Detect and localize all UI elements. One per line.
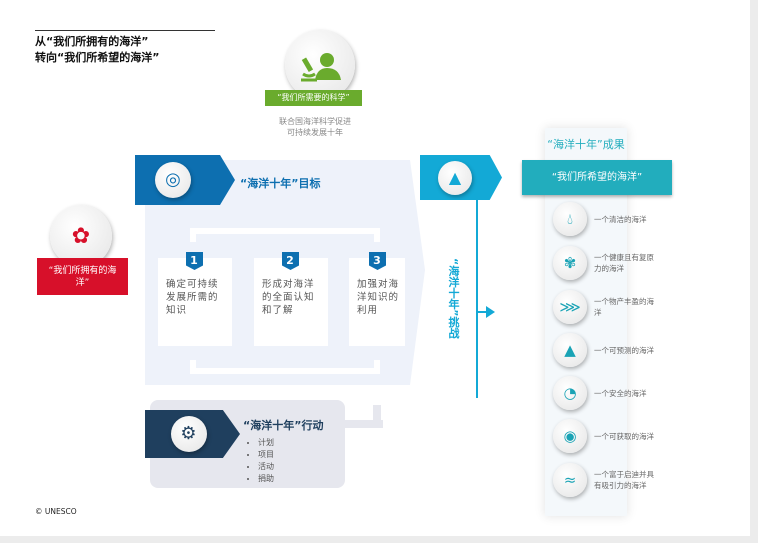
outcome-text: 一个可预测的海洋 <box>594 345 654 355</box>
page: 从“我们所拥有的海洋” 转向“我们所希望的海洋” “我们所需要的科学” 联合国海… <box>0 0 750 536</box>
water-drop-icon: 💧︎ <box>553 202 587 236</box>
list-item: 活动 <box>258 461 274 473</box>
outcome-item: ◉ 一个可获取的海洋 <box>553 419 656 453</box>
science-circle <box>285 30 355 100</box>
step-badge: 3 <box>369 252 386 270</box>
science-banner: “我们所需要的科学” <box>265 90 362 106</box>
step-text: 形成对海洋的全面认知和了解 <box>262 279 315 316</box>
science-caption: 联合国海洋科学促进 可持续发展十年 <box>260 116 370 138</box>
tsunami-alert-icon: ◔ <box>553 376 587 410</box>
actions-title: “海洋十年”行动 <box>243 419 324 432</box>
title-rule <box>35 30 215 31</box>
list-item: 捐助 <box>258 473 274 485</box>
outcome-item: ▲ 一个可预测的海洋 <box>553 333 656 367</box>
outcome-item: ≈ 一个富于启迪并具有吸引力的海洋 <box>553 463 656 497</box>
step-text: 确定可持续发展所需的知识 <box>166 279 219 316</box>
loop-arrow-bottom <box>190 360 380 374</box>
outcome-item: ⋙ 一个物产丰盈的海洋 <box>553 290 656 324</box>
coral-icon: ✾ <box>553 246 587 280</box>
mountain-flag-icon: ▲ <box>438 160 472 195</box>
step-badge: 1 <box>186 252 203 270</box>
challenges-label: “海洋十年”挑战 <box>447 258 460 339</box>
outcome-text: 一个物产丰盈的海洋 <box>594 297 654 317</box>
target-icon: ◎ <box>155 162 191 198</box>
outcome-text: 一个清洁的海洋 <box>594 214 647 224</box>
have-banner: “我们所拥有的海洋” <box>37 258 128 295</box>
caption-line: 联合国海洋科学促进 <box>279 117 351 126</box>
actions-arrow <box>373 405 381 427</box>
microscope-icon <box>301 53 341 82</box>
title-line-1: 从“我们所拥有的海洋” <box>35 35 149 48</box>
hand-wave-icon: ≈ <box>553 463 587 497</box>
fish-icon: ⋙ <box>553 290 587 324</box>
outcome-item: 💧︎ 一个清洁的海洋 <box>553 202 656 236</box>
outcome-text: 一个富于启迪并具有吸引力的海洋 <box>594 470 654 490</box>
step-badge: 2 <box>282 252 299 270</box>
copyright: © UNESCO <box>35 507 77 516</box>
outcome-item: ◔ 一个安全的海洋 <box>553 376 656 410</box>
buoy-icon: ▲ <box>553 333 587 367</box>
outcomes-banner: “我们所希望的海洋” <box>522 160 672 195</box>
outcomes-title: “海洋十年”成果 <box>547 138 625 151</box>
step-text: 加强对海洋知识的利用 <box>357 279 400 316</box>
outcome-text: 一个安全的海洋 <box>594 388 647 398</box>
challenges-ribbon: ▲ <box>420 155 502 200</box>
actions-ribbon: ⚙ <box>145 410 240 458</box>
arrow-right-icon <box>486 306 495 318</box>
goals-ribbon: ◎ <box>135 155 235 205</box>
list-item: 计划 <box>258 437 274 449</box>
open-lock-icon: ◉ <box>553 419 587 453</box>
goal-step-1: 1 确定可持续发展所需的知识 <box>158 252 232 346</box>
page-title: 从“我们所拥有的海洋” 转向“我们所希望的海洋” <box>35 34 159 66</box>
goals-title: “海洋十年”目标 <box>240 177 321 190</box>
coral-icon: ✿ <box>50 205 112 267</box>
list-item: 项目 <box>258 449 274 461</box>
arrow-shaft <box>476 311 486 313</box>
gear-icon: ⚙ <box>170 416 207 452</box>
title-line-2: 转向“我们所希望的海洋” <box>35 51 160 64</box>
outcome-item: ✾ 一个健康且有复原力的海洋 <box>553 246 656 280</box>
goal-step-3: 3 加强对海洋知识的利用 <box>349 252 405 346</box>
challenges-line <box>476 200 478 398</box>
actions-arrow <box>345 420 383 428</box>
actions-list: 计划 项目 活动 捐助 <box>258 437 274 485</box>
outcome-text: 一个可获取的海洋 <box>594 431 654 441</box>
goal-step-2: 2 形成对海洋的全面认知和了解 <box>254 252 328 346</box>
caption-line: 可持续发展十年 <box>287 128 343 137</box>
loop-arrow-top <box>190 228 380 242</box>
outcome-text: 一个健康且有复原力的海洋 <box>594 253 654 273</box>
